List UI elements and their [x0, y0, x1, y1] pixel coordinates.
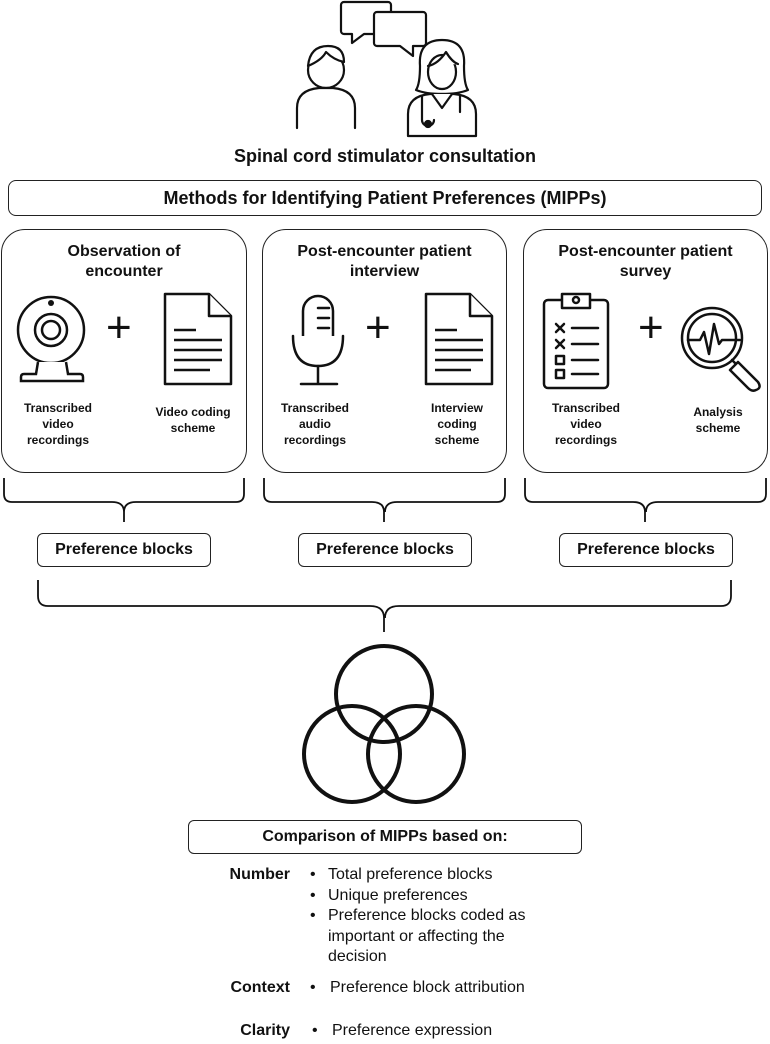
criterion-item-text: Total preference blocks	[328, 866, 493, 883]
document-icon	[424, 292, 494, 386]
criterion-item: • Preference expression	[312, 1021, 562, 1042]
criterion-bullet-list: • Total preference blocks • Unique prefe…	[310, 865, 560, 968]
preference-blocks-box: Preference blocks	[559, 533, 733, 567]
consultation-illustration	[295, 0, 478, 138]
preference-blocks-label: Preference blocks	[577, 541, 715, 558]
criterion-name: Number	[229, 866, 290, 883]
criterion-item-text: Preference block attribution	[330, 979, 525, 996]
venn-circle	[302, 704, 402, 804]
page-title: Spinal cord stimulator consultation	[233, 146, 537, 166]
webcam-icon	[16, 295, 86, 383]
criterion-item-text: Preference expression	[332, 1022, 493, 1039]
preference-blocks-box: Preference blocks	[298, 533, 472, 567]
document-icon	[163, 292, 233, 386]
bullet-marker: •	[310, 907, 316, 924]
criterion-item: • Unique preferences	[310, 886, 560, 907]
preference-blocks-box: Preference blocks	[37, 533, 211, 567]
criterion-name: Context	[230, 979, 290, 996]
criterion-bullet-list: • Preference block attribution	[310, 978, 560, 999]
method-title: Observation of encounter	[67, 243, 181, 280]
mipps-heading-box: Methods for Identifying Patient Preferen…	[8, 180, 762, 216]
method-input-label: Transcribed audio recordings	[280, 401, 350, 447]
plus-sign: +	[106, 303, 132, 352]
method-panel-interview: Post-encounter patient interview + Trans…	[262, 229, 507, 473]
method-scheme-label: Interview coding scheme	[430, 401, 484, 447]
method-input-label: Transcribed video recordings	[551, 401, 621, 447]
bullet-marker: •	[310, 979, 316, 996]
venn-circle	[366, 704, 466, 804]
patient-icon	[295, 44, 357, 130]
criterion-item: • Total preference blocks	[310, 865, 560, 886]
bullet-marker: •	[310, 886, 316, 904]
criterion-bullet-list: • Preference expression	[312, 1021, 562, 1042]
criterion-name: Clarity	[240, 1022, 290, 1039]
criterion-item: • Preference blocks coded as important o…	[310, 906, 560, 968]
comparison-heading: Comparison of MIPPs based on:	[262, 828, 508, 845]
clinician-icon	[406, 38, 478, 138]
preference-blocks-label: Preference blocks	[316, 541, 454, 558]
speech-bubble-icon	[372, 10, 428, 58]
method-input-label: Transcribed video recordings	[23, 401, 93, 447]
plus-sign: +	[638, 303, 664, 352]
criterion-item: • Preference block attribution	[310, 978, 560, 999]
microphone-icon	[291, 294, 345, 386]
mipps-heading: Methods for Identifying Patient Preferen…	[163, 187, 607, 208]
method-title: Post-encounter patient survey	[558, 243, 733, 280]
comparison-heading-box: Comparison of MIPPs based on:	[188, 820, 582, 854]
method-title: Post-encounter patient interview	[297, 243, 472, 280]
magnifier-chart-icon	[680, 306, 761, 392]
bullet-marker: •	[310, 866, 316, 883]
panel-braces	[3, 478, 767, 522]
clipboard-checklist-icon	[542, 292, 610, 390]
venn-diagram	[302, 644, 466, 804]
bullet-marker: •	[312, 1022, 318, 1039]
venn-circle	[334, 644, 434, 744]
plus-sign: +	[365, 303, 391, 352]
criterion-item-text: Preference blocks coded as important or …	[328, 907, 526, 965]
preference-blocks-label: Preference blocks	[55, 541, 193, 558]
method-panel-survey: Post-encounter patient survey + Transcri…	[523, 229, 768, 473]
method-scheme-label: Video coding scheme	[155, 405, 231, 435]
combine-brace	[37, 580, 732, 632]
method-panel-observation: Observation of encounter + Transcribed v…	[1, 229, 247, 473]
method-scheme-label: Analysis scheme	[693, 405, 743, 435]
criterion-item-text: Unique preferences	[328, 886, 468, 904]
